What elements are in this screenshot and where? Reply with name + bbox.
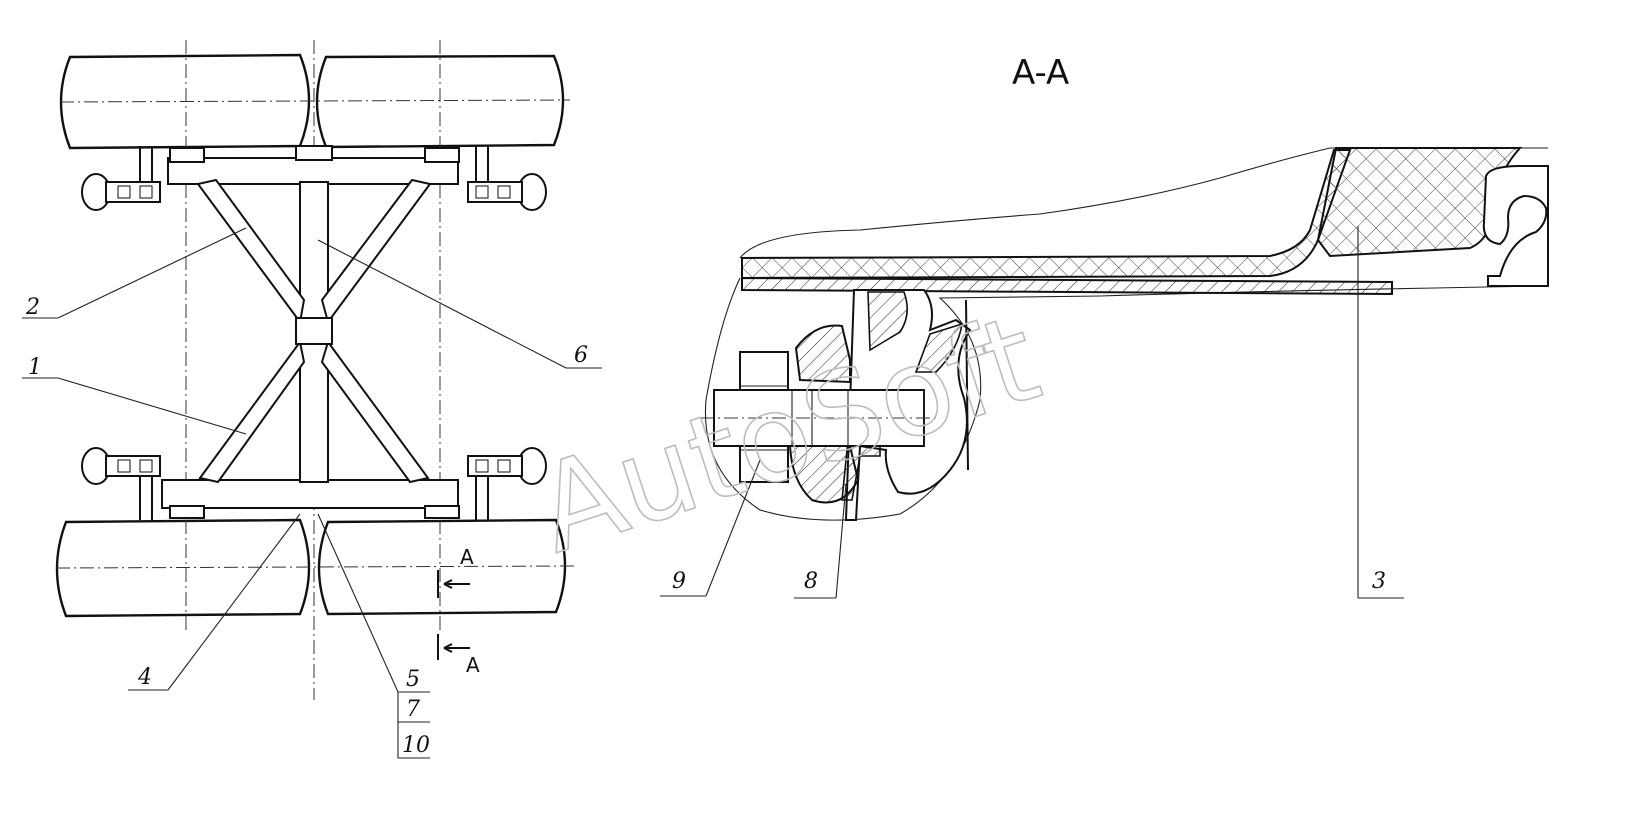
floor-panel-laminate <box>741 149 1352 280</box>
section-arrow-label-top: A <box>460 545 474 569</box>
callout-2: 2 <box>25 295 40 320</box>
lower-crossbeam <box>161 479 459 509</box>
coupling-lower-right <box>467 447 547 485</box>
section-view-a-a: A-A 9 8 <box>660 53 1549 599</box>
section-arrow-label-bottom: A <box>466 653 480 677</box>
section-title: A-A <box>1012 53 1069 93</box>
bogie-plan-view: A A 2 1 6 4 5 7 10 <box>22 40 602 759</box>
callout-6: 6 <box>574 343 588 368</box>
callout-4: 4 <box>137 665 152 690</box>
floor-panel-base <box>741 276 1393 296</box>
strut-lower-right <box>320 339 430 484</box>
callout-9: 9 <box>672 569 686 594</box>
callout-8: 8 <box>804 569 818 594</box>
coupling-upper-left <box>81 173 161 211</box>
callout-1: 1 <box>28 355 42 380</box>
strut-lower-left <box>198 339 306 484</box>
callout-3: 3 <box>1372 569 1386 594</box>
strut-upper-left <box>196 178 306 325</box>
callout-7: 7 <box>406 697 420 722</box>
callout-5: 5 <box>406 667 420 692</box>
coupling-lower-left <box>81 447 161 485</box>
rail-profile <box>1482 165 1549 287</box>
callout-10: 10 <box>402 733 430 758</box>
watermark: AutoSoft <box>521 289 1054 580</box>
coupling-upper-right <box>467 173 547 211</box>
fitting-body <box>794 324 851 384</box>
